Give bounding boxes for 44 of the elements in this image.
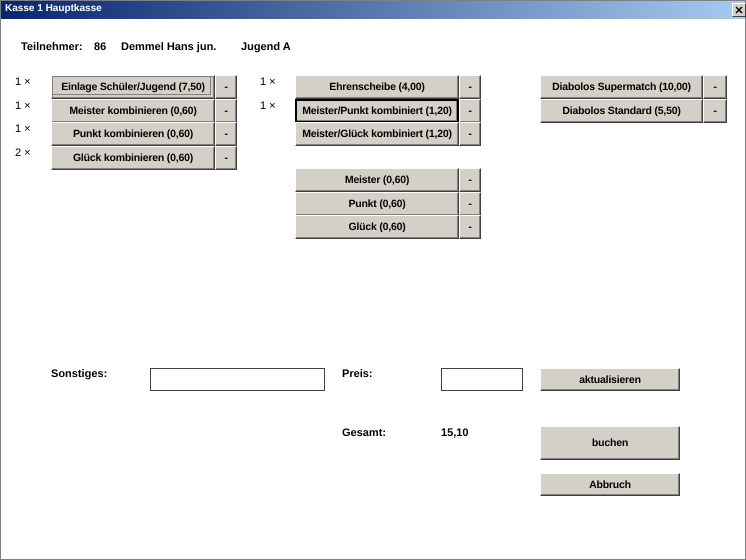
remove-button: -	[459, 215, 481, 239]
participant-name: Demmel Hans jun.	[121, 41, 216, 53]
update-button: aktualisieren	[540, 368, 680, 391]
field-label: Sonstiges:	[51, 368, 108, 380]
item-button: Diabolos Standard (5,50)	[540, 99, 703, 123]
field-label: Preis:	[342, 368, 373, 380]
remove-button: -	[459, 168, 481, 192]
field-label: Teilnehmer:	[21, 41, 83, 53]
remove-button: -	[703, 99, 727, 123]
item-button: Glück (0,60)	[295, 215, 459, 239]
remove-button: -	[215, 146, 237, 170]
remove-button: -	[459, 192, 481, 216]
item-button: Glück kombinieren (0,60)	[51, 146, 215, 170]
item-button: Ehrenscheibe (4,00)	[295, 75, 459, 99]
remove-button: -	[459, 99, 481, 123]
quantity: 1 ×	[15, 123, 31, 135]
item-button: Meister (0,60)	[295, 168, 459, 192]
input-field	[441, 368, 523, 391]
input-field	[150, 368, 325, 391]
item-button: Meister/Glück kombiniert (1,20)	[295, 122, 459, 146]
remove-button: -	[215, 75, 237, 99]
item-button: Meister/Punkt kombiniert (1,20)	[295, 99, 459, 123]
item-button: Einlage Schüler/Jugend (7,50)	[51, 75, 215, 99]
participant-number: 86	[94, 41, 106, 53]
quantity: 1 ×	[260, 100, 276, 112]
window-title: Kasse 1 Hauptkasse	[5, 3, 102, 14]
quantity: 2 ×	[15, 147, 31, 159]
item-button: Punkt (0,60)	[295, 192, 459, 216]
item-button: Meister kombinieren (0,60)	[51, 99, 215, 123]
item-button: Diabolos Supermatch (10,00)	[540, 75, 703, 99]
quantity: 1 ×	[260, 76, 276, 88]
quantity: 1 ×	[15, 100, 31, 112]
remove-button: -	[459, 122, 481, 146]
item-button: Punkt kombinieren (0,60)	[51, 122, 215, 146]
book-button: buchen	[540, 426, 680, 460]
remove-button: -	[703, 75, 727, 99]
remove-button: -	[215, 99, 237, 123]
remove-button: -	[459, 75, 481, 99]
age-class: Jugend A	[241, 41, 291, 53]
field-label: Gesamt:	[342, 427, 386, 439]
total-amount: 15,10	[441, 427, 469, 439]
cancel-button: Abbruch	[540, 473, 680, 496]
remove-button: -	[215, 122, 237, 146]
quantity: 1 ×	[15, 76, 31, 88]
